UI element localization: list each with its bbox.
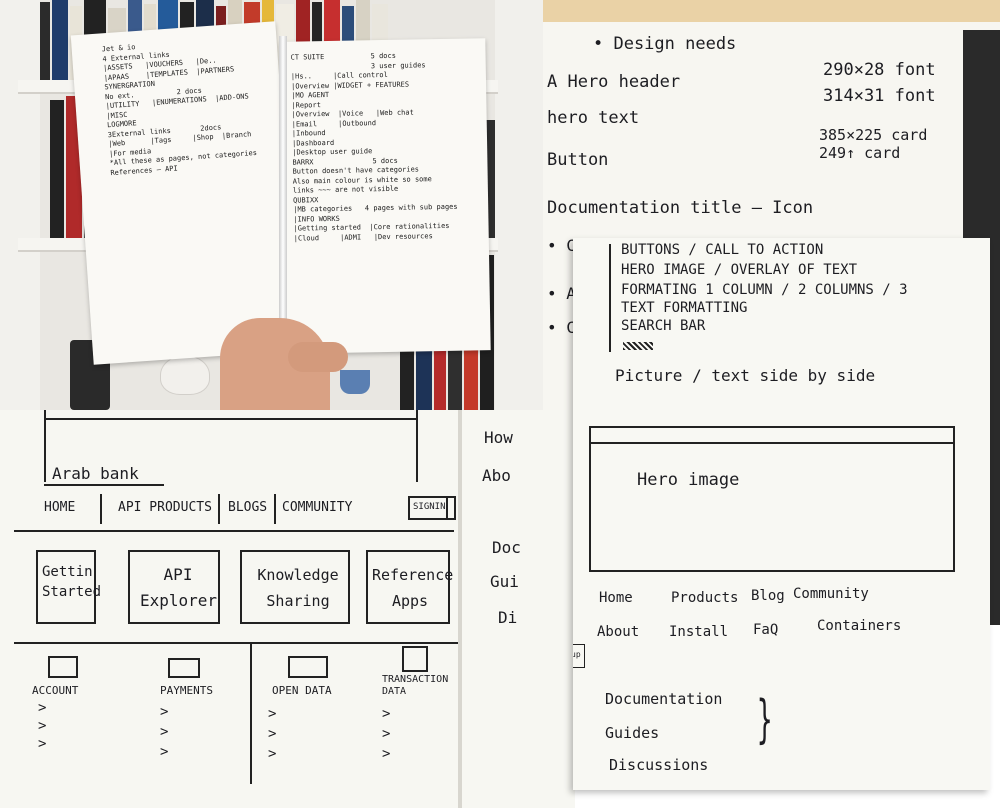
arrow-5[interactable]: > <box>160 724 169 740</box>
list-item-buttons: BUTTONS / CALL TO ACTION <box>621 242 824 258</box>
side-tab: up <box>573 644 585 668</box>
card-api-explorer[interactable]: API Explorer <box>128 550 220 624</box>
section-divider <box>14 642 458 644</box>
page-gutter <box>458 410 462 808</box>
hero-text-line: hero text <box>547 108 640 128</box>
brand-name: Arab bank <box>52 464 139 483</box>
transaction-data-icon <box>402 646 428 672</box>
card-note-2: 249↑ card <box>819 144 901 162</box>
wall-right <box>495 0 543 410</box>
hero-header-note: 290×28 font <box>823 60 936 80</box>
footer-link-documentation[interactable]: Documentation <box>605 690 723 708</box>
arrow-3[interactable]: > <box>38 736 47 752</box>
arrow-12[interactable]: > <box>382 746 391 762</box>
arrow-2[interactable]: > <box>38 718 47 734</box>
card-getting-started-label: Gettin Started <box>42 564 102 600</box>
card-nav-faq[interactable]: FaQ <box>753 622 779 638</box>
brace-symbol: } <box>756 690 773 750</box>
card-nav-blog[interactable]: Blog <box>751 588 785 604</box>
list-item-formating: FORMATING 1 COLUMN / 2 COLUMNS / 3 <box>621 282 908 298</box>
notebook-right-text: CT SUITE 5 docs 3 user guides |Hs.. |Cal… <box>290 51 458 243</box>
cup <box>340 370 370 394</box>
card-nav-about[interactable]: About <box>597 624 640 640</box>
nav-api-products[interactable]: API PRODUCTS <box>118 500 212 515</box>
notebook-right-page: CT SUITE 5 docs 3 user guides |Hs.. |Cal… <box>280 38 491 354</box>
header-top-line <box>44 418 418 420</box>
card-reference-apps-label: Reference Apps <box>372 566 454 610</box>
arrow-10[interactable]: > <box>382 706 391 722</box>
nav-community[interactable]: COMMUNITY <box>282 500 353 515</box>
card-nav-containers[interactable]: Containers <box>817 618 902 634</box>
nav-underline <box>14 530 454 532</box>
payments-icon <box>168 658 200 678</box>
card-nav-install[interactable]: Install <box>669 624 729 640</box>
hero-image-label: Hero image <box>637 470 740 490</box>
list-item-search-bar: SEARCH BAR <box>621 318 706 334</box>
desk-edge <box>543 0 1000 22</box>
scribble <box>623 342 653 350</box>
notebook-left-page: Jet & io 4 External links |ASSETS |VOUCH… <box>70 21 299 365</box>
wall-left <box>0 0 40 410</box>
card-wireframe-page: BUTTONS / CALL TO ACTION HERO IMAGE / OV… <box>573 238 990 790</box>
button-line: Button <box>547 150 609 170</box>
account-icon <box>48 656 78 678</box>
notebook-left-text: Jet & io 4 External links |ASSETS |VOUCH… <box>101 43 258 177</box>
vase <box>160 355 210 395</box>
list-item-text-formatting: TEXT FORMATTING <box>621 300 748 316</box>
arrow-1[interactable]: > <box>38 700 47 716</box>
card-note-1: 385×225 card <box>819 126 928 144</box>
notebook-spine <box>279 36 287 352</box>
strip-gui: Gui <box>490 572 519 591</box>
documentation-line: Documentation title — Icon <box>547 198 814 218</box>
thumb <box>288 342 348 372</box>
card-nav-community[interactable]: Community <box>793 586 869 602</box>
margin-mark-c: • C <box>547 318 576 337</box>
arrow-6[interactable]: > <box>160 744 169 760</box>
bookshelf-photo: Jet & io 4 External links |ASSETS |VOUCH… <box>0 0 543 410</box>
strip-doc: Doc <box>492 538 521 557</box>
user-icon[interactable] <box>446 496 456 520</box>
hero-header-line: A Hero header <box>547 72 681 92</box>
arrow-7[interactable]: > <box>268 706 277 722</box>
arrow-4[interactable]: > <box>160 704 169 720</box>
signin-button[interactable]: SIGNIN <box>408 496 448 520</box>
section-payments[interactable]: PAYMENTS <box>160 684 213 697</box>
section-account[interactable]: ACCOUNT <box>32 684 79 697</box>
card-getting-started[interactable]: Gettin Started <box>36 550 102 624</box>
hero-text-note: 314×31 font <box>823 86 936 106</box>
card-nav-home[interactable]: Home <box>599 590 633 606</box>
picture-text-note: Picture / text side by side <box>615 366 876 385</box>
nav-blogs[interactable]: BLOGS <box>228 500 268 515</box>
hero-image-frame <box>589 426 955 572</box>
card-knowledge-sharing[interactable]: Knowledge Sharing <box>240 550 350 624</box>
arrow-9[interactable]: > <box>268 746 277 762</box>
strip-di: Di <box>498 608 518 627</box>
section-open-data[interactable]: OPEN DATA <box>272 684 332 697</box>
nav-home[interactable]: HOME <box>44 500 76 515</box>
card-reference-apps[interactable]: Reference Apps <box>366 550 454 624</box>
side-tab-label: up <box>573 650 581 659</box>
open-data-icon <box>288 656 328 678</box>
list-item-hero-image: HERO IMAGE / OVERLAY OF TEXT <box>621 262 858 278</box>
design-needs-heading: • Design needs <box>593 34 737 54</box>
strip-how: How <box>484 428 513 447</box>
card-nav-products[interactable]: Products <box>671 590 739 606</box>
footer-link-discussions[interactable]: Discussions <box>609 756 709 774</box>
arrow-11[interactable]: > <box>382 726 391 742</box>
card-knowledge-sharing-label: Knowledge Sharing <box>257 566 339 610</box>
arab-bank-wireframe-page: Arab bank HOME API PRODUCTS BLOGS COMMUN… <box>0 410 575 808</box>
strip-abo: Abo <box>482 466 511 485</box>
signin-label: SIGNIN <box>413 502 446 512</box>
arrow-8[interactable]: > <box>268 726 277 742</box>
card-api-explorer-label: API Explorer <box>140 565 218 610</box>
footer-link-guides[interactable]: Guides <box>605 724 660 742</box>
section-transaction-data[interactable]: TRANSACTION DATA <box>382 674 449 697</box>
